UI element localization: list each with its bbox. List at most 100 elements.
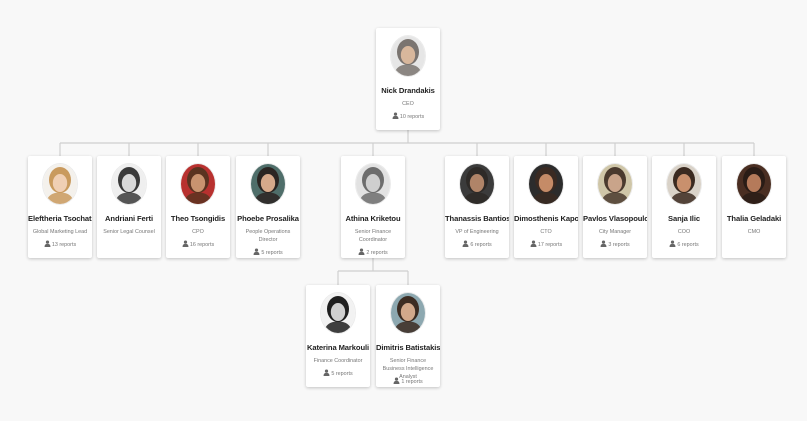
portrait-photo	[667, 164, 701, 204]
job-title: Global Marketing Lead	[32, 229, 88, 235]
person-icon	[600, 240, 607, 247]
person-name: Sanja Ilic	[668, 214, 700, 223]
job-title: Senior Finance Business Intelligence Ana…	[382, 358, 434, 380]
reports-count: 6 reports	[652, 240, 716, 248]
reports-count: 6 reports	[445, 240, 509, 248]
person-icon	[44, 240, 51, 247]
reports-label: reports	[473, 242, 492, 248]
portrait-photo	[598, 164, 632, 204]
job-title: Finance Coordinator	[313, 358, 363, 364]
avatar	[391, 36, 425, 76]
job-title: COO	[677, 229, 691, 235]
job-title: Senior Finance Coordinator	[354, 229, 392, 243]
reports-count: 13 reports	[28, 240, 92, 248]
person-icon	[182, 240, 189, 247]
person-name: Katerina Markouli	[306, 343, 370, 352]
portrait-photo	[356, 164, 390, 204]
portrait-photo	[391, 293, 425, 333]
reports-number: 3	[608, 242, 612, 248]
person-icon	[392, 112, 399, 119]
person-icon	[358, 248, 365, 255]
reports-label: reports	[57, 242, 77, 248]
reports-number: 6	[470, 242, 474, 248]
portrait-photo	[112, 164, 146, 204]
job-title: City Manager	[598, 229, 632, 235]
person-icon	[530, 240, 537, 247]
avatar	[43, 164, 77, 204]
reports-label: reports	[264, 250, 283, 256]
portrait-photo	[460, 164, 494, 204]
job-title: CPO	[192, 229, 204, 235]
reports-number: 5	[261, 250, 265, 256]
reports-number: 5	[331, 371, 335, 377]
job-title: CTO	[540, 229, 552, 235]
reports-number: 6	[677, 242, 681, 248]
employee-card[interactable]: Thanassis Bantios VP of Engineering 6 repo…	[445, 156, 509, 258]
person-name: Thalia Geladaki	[726, 214, 782, 223]
person-icon	[462, 240, 469, 247]
avatar	[321, 293, 355, 333]
portrait-photo	[181, 164, 215, 204]
reports-count: 5 reports	[236, 248, 300, 256]
person-name: Thanassis Bantios	[445, 214, 509, 223]
avatar	[181, 164, 215, 204]
portrait-photo	[251, 164, 285, 204]
avatar	[251, 164, 285, 204]
reports-label: reports	[334, 371, 353, 377]
job-title: Senior Legal Counsel	[103, 229, 155, 235]
reports-count: 5 reports	[306, 369, 370, 377]
avatar	[529, 164, 563, 204]
person-icon	[323, 369, 330, 376]
person-name: Dimitris Batistakis	[376, 343, 440, 352]
reports-number: 1	[401, 379, 405, 385]
avatar	[391, 293, 425, 333]
person-icon	[393, 377, 400, 384]
avatar	[356, 164, 390, 204]
reports-number: 16	[189, 242, 196, 248]
job-title: People Operations Director	[245, 229, 291, 243]
reports-count: 1 reports	[376, 377, 440, 385]
person-name: Eleftheria Tsochatzi	[28, 214, 92, 223]
reports-count: 3 reports	[583, 240, 647, 248]
reports-label: reports	[369, 250, 388, 256]
portrait-photo	[43, 164, 77, 204]
person-name: Andriani Ferti	[105, 214, 153, 223]
portrait-photo	[737, 164, 771, 204]
reports-label: reports	[404, 379, 423, 385]
reports-label: reports	[195, 242, 215, 248]
employee-card[interactable]: Dimosthenis KaponisCTO17 reports	[514, 156, 578, 258]
reports-number: 13	[51, 242, 58, 248]
person-name: Theo Tsongidis	[170, 214, 226, 223]
avatar	[460, 164, 494, 204]
reports-number: 17	[537, 242, 544, 248]
portrait-photo	[391, 36, 425, 76]
person-icon	[253, 248, 260, 255]
person-icon	[669, 240, 676, 247]
job-title: CMO	[747, 229, 761, 235]
person-name: Nick Drandakis	[381, 86, 435, 95]
reports-count: 17 reports	[514, 240, 578, 248]
reports-count: 16 reports	[166, 240, 230, 248]
reports-number: 10	[399, 114, 406, 120]
reports-label: reports	[611, 242, 630, 248]
avatar	[737, 164, 771, 204]
reports-label: reports	[543, 242, 563, 248]
reports-number: 2	[366, 250, 370, 256]
reports-label: reports	[405, 114, 425, 120]
job-title: VP of Engineering	[455, 229, 499, 235]
reports-count: 2 reports	[341, 248, 405, 256]
job-title: CEO	[402, 101, 414, 107]
